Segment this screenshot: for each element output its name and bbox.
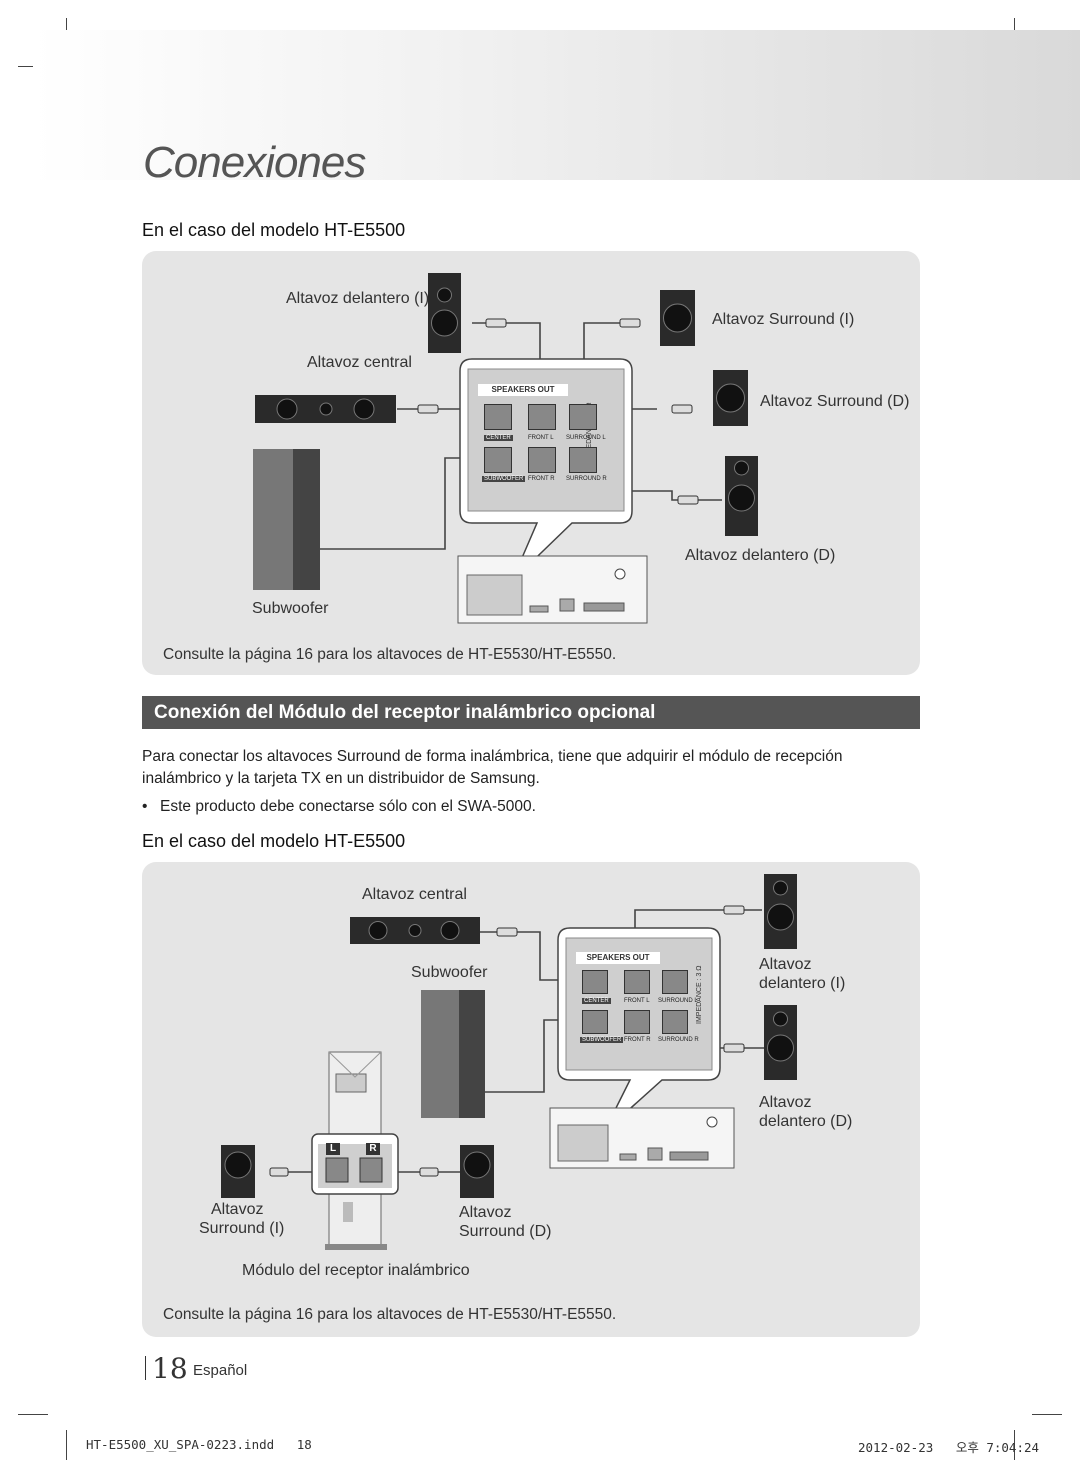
terminal-surround-right: [569, 447, 597, 473]
terminal-surround-left: [569, 404, 597, 430]
label2-module: Módulo del receptor inalámbrico: [242, 1262, 470, 1279]
front-right-speaker-2: [764, 1005, 797, 1080]
label-front-right: Altavoz delantero (D): [685, 547, 836, 564]
surround-right-speaker: [713, 370, 748, 426]
section2-note: Consulte la página 16 para los altavoces…: [163, 1306, 617, 1323]
speakers-out-label-2: SPEAKERS OUT: [576, 952, 660, 964]
speaker-terminal-block-2: SPEAKERS OUT IMPEDANCE : 3 Ω CENTER FRON…: [566, 938, 712, 1070]
chapter-title: Conexiones: [143, 138, 366, 187]
terminal2-center-label: CENTER: [582, 998, 611, 1004]
label-subwoofer: Subwoofer: [252, 600, 329, 617]
bullet-dot: •: [142, 798, 148, 815]
terminal-front-right: [528, 447, 556, 473]
label2-front-right-1: Altavoz: [759, 1094, 812, 1111]
label2-surround-right-1: Altavoz: [459, 1204, 512, 1221]
speakers-out-label: SPEAKERS OUT: [478, 384, 568, 396]
surround-right-speaker-2: [460, 1145, 494, 1198]
wireless-receiver-module: [311, 1051, 399, 1250]
module-l-label: L: [329, 1143, 337, 1154]
terminal2-subwoofer-label: SUBWOOFER: [580, 1037, 624, 1043]
label2-surround-left-1: Altavoz: [211, 1201, 264, 1218]
center-speaker-2: [350, 917, 480, 944]
terminal2-surround-right-label: SURROUND R: [658, 1037, 699, 1043]
front-left-speaker: [428, 273, 461, 353]
section2-paragraph: Para conectar los altavoces Surround de …: [142, 748, 843, 787]
header-band: [33, 30, 1080, 180]
page-number: 18: [152, 1352, 188, 1385]
terminal-front-left-label: FRONT L: [528, 435, 554, 441]
terminal-center-label: CENTER: [484, 435, 513, 441]
speaker-terminal-block-1: SPEAKERS OUT IMPEDANCE : 3 Ω CENTER FRON…: [468, 369, 624, 511]
terminal2-front-right: [624, 1010, 650, 1034]
terminal-subwoofer: [484, 447, 512, 473]
terminal2-front-right-label: FRONT R: [624, 1037, 651, 1043]
terminal2-center: [582, 970, 608, 994]
crop-mark: [66, 1430, 67, 1460]
subwoofer-speaker: [253, 449, 320, 590]
crop-mark: [18, 1414, 48, 1415]
label-front-left: Altavoz delantero (I): [286, 290, 430, 307]
center-speaker: [255, 395, 396, 423]
label-center: Altavoz central: [307, 354, 412, 371]
label2-front-right-2: delantero (D): [759, 1113, 853, 1130]
front-right-speaker: [725, 456, 758, 536]
section1-note: Consulte la página 16 para los altavoces…: [163, 646, 617, 663]
label-surround-left: Altavoz Surround (I): [712, 311, 855, 328]
terminal-center: [484, 404, 512, 430]
label2-front-left-1: Altavoz: [759, 956, 812, 973]
section2-bullet: Este producto debe conectarse sólo con e…: [160, 798, 536, 815]
terminal2-surround-left: [662, 970, 688, 994]
module-r-label: R: [369, 1143, 377, 1154]
page-number-divider: [145, 1356, 146, 1380]
impedance-label-2: IMPEDANCE : 3 Ω: [696, 965, 703, 1024]
surround-left-speaker-2: [221, 1145, 255, 1198]
section-title: Conexión del Módulo del receptor inalámb…: [154, 702, 656, 723]
label2-subwoofer: Subwoofer: [411, 964, 488, 981]
section1-subtitle: En el caso del modelo HT-E5500: [142, 220, 406, 240]
front-left-speaker-2: [764, 874, 797, 949]
label-surround-right: Altavoz Surround (D): [760, 393, 910, 410]
terminal-front-right-label: FRONT R: [528, 476, 555, 482]
footer-file-info: HT-E5500_XU_SPA-0223.indd 18: [86, 1437, 312, 1452]
footer-timestamp: 2012-02-23 오후 7:04:24: [858, 1440, 1040, 1455]
surround-left-speaker: [660, 290, 695, 346]
label2-surround-left-2: Surround (I): [199, 1220, 285, 1237]
page-language: Español: [193, 1362, 248, 1379]
section-title-bar: Conexión del Módulo del receptor inalámb…: [142, 696, 920, 729]
terminal2-front-left: [624, 970, 650, 994]
label2-front-left-2: delantero (I): [759, 975, 846, 992]
crop-mark: [1032, 1414, 1062, 1415]
crop-mark: [1014, 1430, 1015, 1460]
terminal2-subwoofer: [582, 1010, 608, 1034]
terminal-surround-left-label: SURROUND L: [566, 435, 606, 441]
subwoofer-speaker-2: [421, 990, 485, 1118]
receiver-rear-panel-2: [549, 1107, 735, 1169]
section2-subtitle: En el caso del modelo HT-E5500: [142, 831, 406, 851]
terminal2-surround-right: [662, 1010, 688, 1034]
terminal-front-left: [528, 404, 556, 430]
terminal2-surround-left-label: SURROUND L: [658, 998, 698, 1004]
terminal-surround-right-label: SURROUND R: [566, 476, 607, 482]
terminal2-front-left-label: FRONT L: [624, 998, 650, 1004]
label2-surround-right-2: Surround (D): [459, 1223, 552, 1240]
receiver-rear-panel: [457, 555, 648, 624]
terminal-subwoofer-label: SUBWOOFER: [482, 476, 526, 482]
label2-center: Altavoz central: [362, 886, 467, 903]
